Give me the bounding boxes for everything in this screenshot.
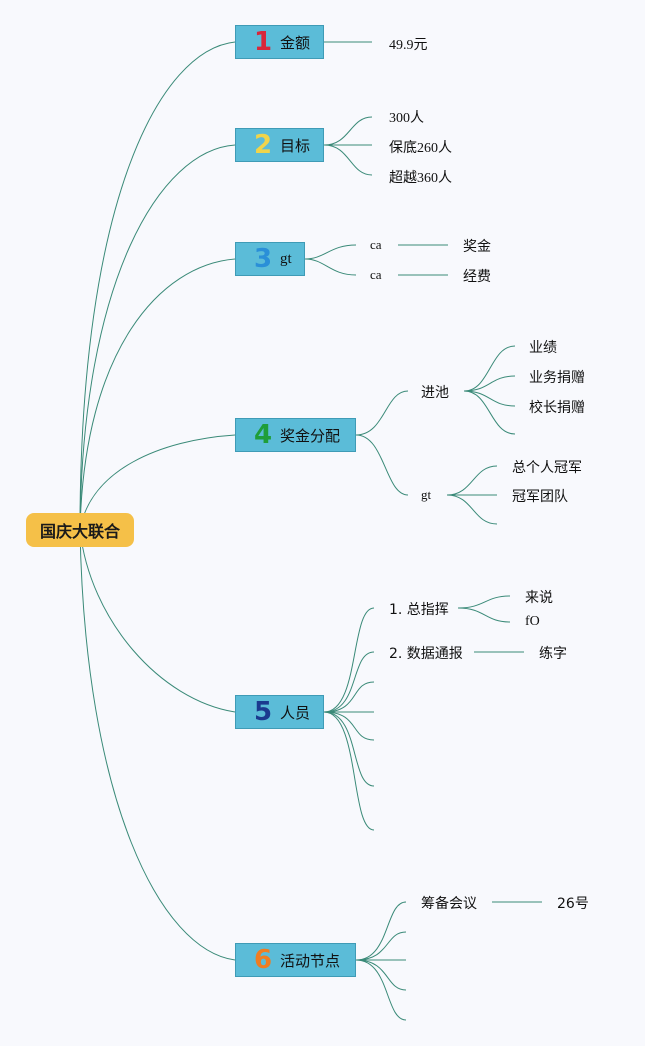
number-4-icon: 4 bbox=[253, 420, 273, 450]
t4-gt-1 bbox=[446, 465, 498, 496]
t3-line-1 bbox=[304, 244, 357, 260]
root-to-topic-6 bbox=[79, 529, 236, 961]
t2-line-3 bbox=[323, 144, 373, 176]
prep-meeting-node[interactable]: 筹备会议 bbox=[421, 896, 477, 912]
t5-line-5 bbox=[323, 711, 375, 741]
root-to-topic-2 bbox=[79, 144, 236, 531]
data-report-node[interactable]: 2. 数据通报 bbox=[389, 646, 463, 662]
topic-activity-milestones[interactable]: 6 活动节点 bbox=[235, 943, 356, 977]
topic-goal[interactable]: 2 目标 bbox=[235, 128, 324, 162]
t3-line-2 bbox=[304, 258, 357, 276]
data-report-value[interactable]: 练字 bbox=[539, 646, 567, 662]
root-to-topic-1 bbox=[79, 41, 236, 531]
number-6-icon: 6 bbox=[253, 945, 273, 975]
t5-line-report bbox=[323, 651, 375, 713]
t6-line-2 bbox=[355, 931, 407, 961]
t6-line-prep bbox=[355, 901, 407, 961]
t4-pool-4 bbox=[463, 390, 516, 435]
amount-value[interactable]: 49.9元 bbox=[389, 38, 428, 53]
gt-item[interactable]: 冠军团队 bbox=[512, 489, 568, 505]
commander-node[interactable]: 1. 总指挥 bbox=[389, 602, 449, 618]
ca-value[interactable]: 奖金 bbox=[463, 239, 491, 255]
ca-value[interactable]: 经费 bbox=[463, 269, 491, 285]
ca-node[interactable]: ca bbox=[370, 237, 382, 252]
goal-item[interactable]: 保底260人 bbox=[389, 141, 452, 156]
t4-pool-1 bbox=[463, 345, 516, 392]
root-node[interactable]: 国庆大联合 bbox=[26, 513, 134, 547]
topic-label: 奖金分配 bbox=[280, 426, 341, 445]
root-to-topic-4 bbox=[79, 434, 236, 531]
t5-line-7 bbox=[323, 711, 375, 831]
t4-line-gt bbox=[355, 434, 409, 496]
number-1-icon: 1 bbox=[253, 27, 273, 57]
t5-cmd-2 bbox=[457, 607, 511, 623]
topic-amount[interactable]: 1 金额 bbox=[235, 25, 324, 59]
root-label: 国庆大联合 bbox=[39, 522, 120, 541]
topic-label: 金额 bbox=[280, 33, 311, 52]
t5-line-6 bbox=[323, 711, 375, 787]
t4-line-pool bbox=[355, 390, 409, 436]
ca-node[interactable]: ca bbox=[370, 267, 382, 282]
number-2-icon: 2 bbox=[253, 130, 273, 160]
topic-label: 活动节点 bbox=[280, 951, 341, 970]
pool-node[interactable]: 进池 bbox=[421, 385, 449, 401]
gt-item[interactable]: 总个人冠军 bbox=[512, 460, 582, 476]
t5-line-cmd bbox=[323, 607, 375, 713]
prep-meeting-date[interactable]: 26号 bbox=[557, 896, 589, 912]
root-to-topic-3 bbox=[79, 258, 236, 531]
t5-cmd-1 bbox=[457, 595, 511, 609]
t6-line-4 bbox=[355, 959, 407, 991]
commander-item[interactable]: fO bbox=[525, 614, 540, 629]
number-5-icon: 5 bbox=[253, 697, 273, 727]
topic-gt[interactable]: 3 gt bbox=[235, 242, 305, 276]
topic-bonus-allocation[interactable]: 4 奖金分配 bbox=[235, 418, 356, 452]
t4-pool-2 bbox=[463, 375, 516, 392]
topic-staff[interactable]: 5 人员 bbox=[235, 695, 324, 729]
topic-label: gt bbox=[280, 250, 292, 267]
topic-label: 目标 bbox=[280, 136, 311, 155]
t4-gt-3 bbox=[446, 494, 498, 525]
t6-line-5 bbox=[355, 959, 407, 1021]
pool-item[interactable]: 校长捐赠 bbox=[529, 400, 585, 416]
goal-item[interactable]: 超越360人 bbox=[389, 171, 452, 186]
number-3-icon: 3 bbox=[253, 244, 273, 274]
pool-item[interactable]: 业务捐赠 bbox=[529, 370, 585, 386]
pool-item[interactable]: 业绩 bbox=[529, 340, 557, 356]
gt-node[interactable]: gt bbox=[421, 487, 432, 502]
root-to-topic-5 bbox=[79, 529, 236, 713]
topic-label: 人员 bbox=[280, 703, 311, 722]
commander-item[interactable]: 来说 bbox=[525, 590, 553, 606]
t5-line-3 bbox=[323, 681, 375, 713]
t2-line-1 bbox=[323, 116, 373, 146]
goal-item[interactable]: 300人 bbox=[389, 111, 424, 126]
t4-pool-3 bbox=[463, 390, 516, 407]
